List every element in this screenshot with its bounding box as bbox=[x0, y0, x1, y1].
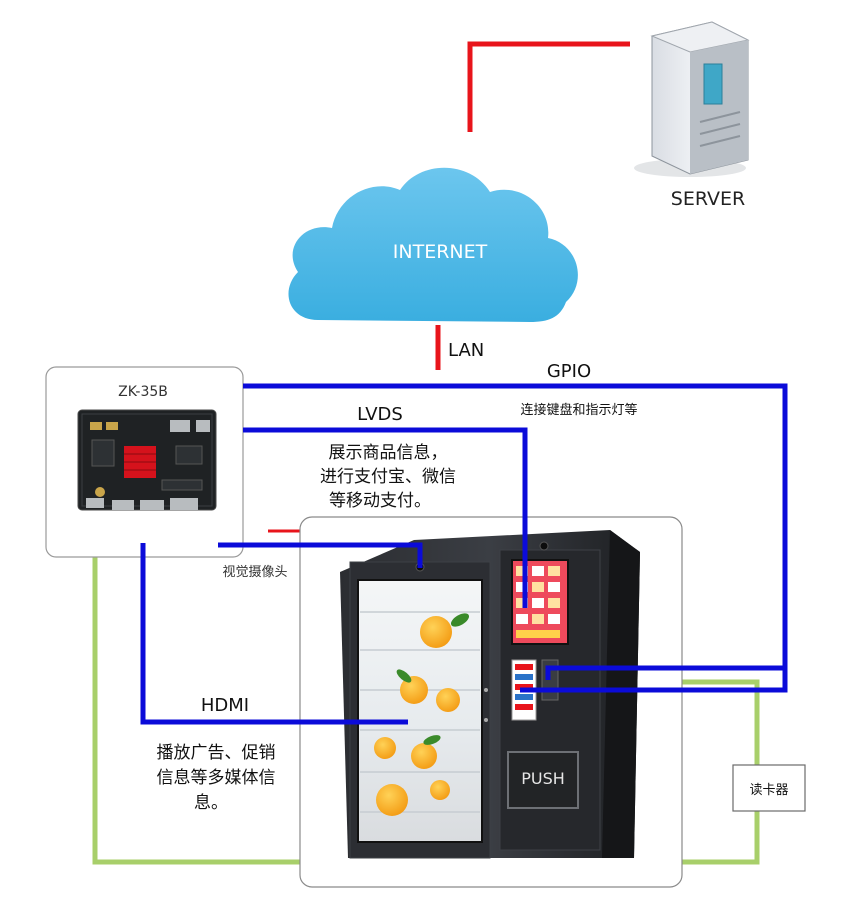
gpio-keypad-link bbox=[545, 665, 785, 680]
lvds-desc-line-2: 进行支付宝、微信 bbox=[320, 467, 456, 487]
card-reader-label: 读卡器 bbox=[749, 783, 788, 798]
board-panel: ZK-35B bbox=[45, 366, 244, 558]
hdmi-label: HDMI bbox=[201, 695, 249, 716]
internet-cloud: INTERNET bbox=[288, 167, 578, 322]
vending-panel: PUSH bbox=[299, 516, 683, 888]
lvds-desc-line-1: 展示商品信息， bbox=[329, 443, 448, 463]
lvds-desc-line-3: 等移动支付。 bbox=[329, 491, 431, 511]
lvds-label: LVDS bbox=[357, 404, 403, 425]
server-tower-icon bbox=[634, 21, 750, 177]
hdmi-desc-line-2: 信息等多媒体信 bbox=[157, 768, 276, 788]
board-title: ZK-35B bbox=[118, 384, 168, 400]
card-reader: 读卡器 bbox=[732, 764, 806, 812]
server-link bbox=[467, 41, 630, 132]
server-label: SERVER bbox=[671, 188, 745, 210]
server: SERVER bbox=[634, 21, 750, 210]
camera-link bbox=[218, 542, 423, 568]
green-links bbox=[92, 547, 760, 865]
vending-machine-icon: PUSH bbox=[340, 530, 640, 859]
cloud-icon bbox=[288, 167, 578, 322]
push-label: PUSH bbox=[521, 769, 565, 788]
hdmi-link bbox=[140, 543, 408, 725]
hdmi-desc-line-1: 播放广告、促销 bbox=[157, 743, 276, 763]
gpio-link bbox=[243, 383, 788, 693]
gpio-label: GPIO bbox=[547, 361, 591, 382]
gpio-desc: 连接键盘和指示灯等 bbox=[520, 402, 637, 418]
card-reader-box bbox=[732, 764, 806, 812]
camera-label: 视觉摄像头 bbox=[222, 565, 287, 580]
lvds-link bbox=[243, 427, 528, 608]
lan-label: LAN bbox=[448, 340, 484, 361]
internet-label: INTERNET bbox=[393, 241, 488, 263]
hdmi-desc-line-3: 息。 bbox=[194, 793, 228, 813]
blue-links bbox=[140, 383, 788, 725]
circuit-board-icon bbox=[77, 409, 217, 511]
